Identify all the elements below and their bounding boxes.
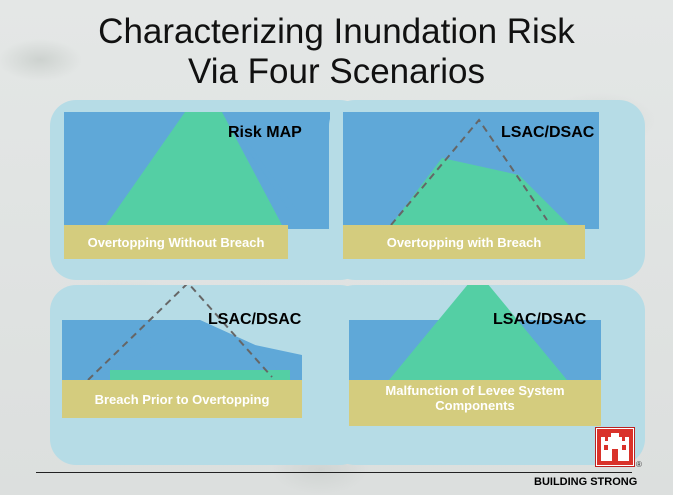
- footer-divider: [36, 472, 632, 473]
- scenario-tag: LSAC/DSAC: [493, 311, 587, 328]
- caption-line-1: Malfunction of Levee System: [385, 383, 565, 398]
- ground-layer: [343, 225, 585, 259]
- original-levee-outline: [390, 118, 548, 226]
- slide-title: Characterizing Inundation Risk Via Four …: [0, 12, 673, 92]
- scenario-caption: Overtopping with Breach: [386, 235, 542, 250]
- scenario-tag: LSAC/DSAC: [501, 124, 595, 141]
- brand-tagline: BUILDING STRONG: [534, 476, 638, 488]
- breached-levee: [391, 158, 569, 225]
- overtopping-without-breach-diagram: [64, 112, 330, 259]
- title-line-1: Characterizing Inundation Risk: [98, 12, 575, 51]
- scenario-panel-breach-prior: LSAC/DSAC Breach Prior to Overtopping: [50, 285, 366, 465]
- overtopping-with-breach-diagram: [343, 112, 599, 259]
- registered-mark: ®: [636, 460, 642, 469]
- scenario-caption: Breach Prior to Overtopping: [94, 392, 270, 407]
- levee-malfunction-diagram: [349, 285, 601, 426]
- breached-levee-water: [105, 320, 280, 373]
- ground-layer: [64, 225, 288, 259]
- scenario-caption: Malfunction of Levee System Components: [349, 383, 601, 413]
- scenario-panel-malfunction: LSAC/DSAC Malfunction of Levee System Co…: [329, 285, 645, 465]
- castle-logo: [596, 428, 634, 466]
- levee-embankment: [106, 112, 282, 225]
- breach-prior-to-overtopping-diagram: [62, 285, 302, 418]
- castle-icon: [601, 433, 629, 461]
- caption-line-2: Components: [435, 398, 515, 413]
- levee-embankment: [389, 285, 567, 380]
- ground-layer: [62, 380, 302, 418]
- scenario-panel-risk-map: Risk MAP Overtopping Without Breach: [50, 100, 366, 280]
- scenario-tag: Risk MAP: [228, 124, 302, 141]
- ground-layer: [349, 380, 601, 426]
- scenario-caption: Overtopping Without Breach: [87, 235, 265, 250]
- title-line-2: Via Four Scenarios: [187, 52, 485, 91]
- scenario-panel-overtopping-with-breach: LSAC/DSAC Overtopping with Breach: [329, 100, 645, 280]
- scenario-tag: LSAC/DSAC: [208, 311, 302, 328]
- levee-remnant: [110, 370, 290, 380]
